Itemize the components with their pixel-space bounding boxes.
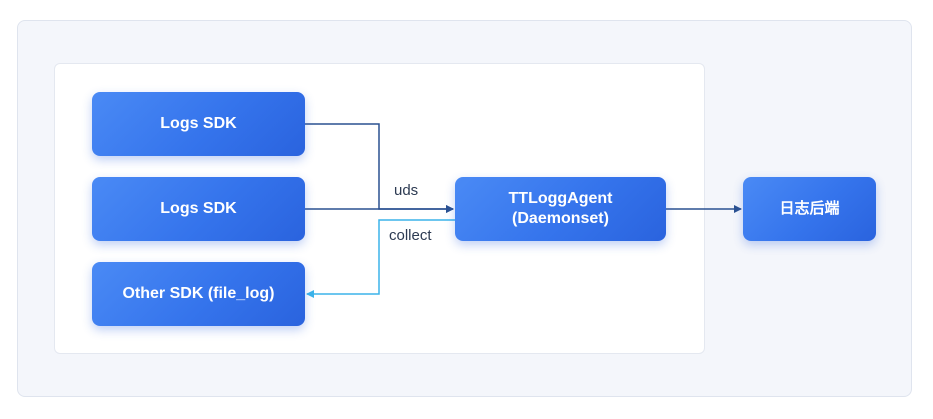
logs-sdk-node-2: Logs SDK (92, 177, 305, 241)
agent-node: TTLoggAgent (Daemonset) (455, 177, 666, 241)
agent-label-type: (Daemonset) (512, 210, 609, 227)
other-sdk-node: Other SDK (file_log) (92, 262, 305, 326)
logs-sdk-label-1: Logs SDK (160, 115, 237, 132)
backend-label: 日志后端 (779, 199, 840, 217)
logs-sdk-label-2: Logs SDK (160, 200, 237, 217)
uds-edge-label: uds (394, 182, 419, 199)
agent-label-name: TTLoggAgent (508, 190, 613, 207)
backend-node: 日志后端 (743, 177, 876, 241)
other-sdk-label: Other SDK (file_log) (122, 285, 275, 302)
logs-sdk-node-1: Logs SDK (92, 92, 305, 156)
collect-edge-label: collect (389, 227, 432, 244)
